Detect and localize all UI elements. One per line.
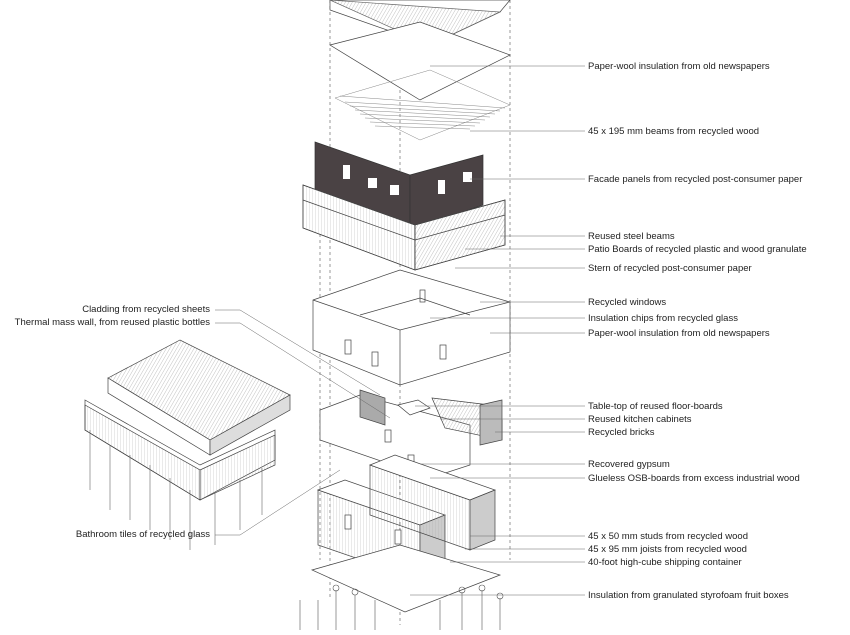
label-stern: Stern of recycled post-consumer paper xyxy=(588,263,752,274)
label-table-top: Table-top of reused floor-boards xyxy=(588,401,723,412)
foundation-slab xyxy=(310,544,502,613)
label-insulation-chips: Insulation chips from recycled glass xyxy=(588,313,738,324)
leader-lines-right xyxy=(410,65,585,596)
label-beams: 45 x 195 mm beams from recycled wood xyxy=(588,126,760,137)
steel-frame-patio xyxy=(302,184,506,271)
label-recycled-bricks: Recycled bricks xyxy=(588,427,655,438)
label-studs: 45 x 50 mm studs from recycled wood xyxy=(588,531,748,542)
label-shipping-container: 40-foot high-cube shipping container xyxy=(588,557,742,568)
label-kitchen-cabinets: Reused kitchen cabinets xyxy=(588,414,692,425)
label-insulation-newspapers-top: Paper-wool insulation from old newspaper… xyxy=(588,61,770,72)
leader-lines-left xyxy=(215,309,391,536)
label-osb-boards: Glueless OSB-boards from excess industri… xyxy=(588,473,800,484)
label-joists: 45 x 95 mm joists from recycled wood xyxy=(588,544,747,555)
label-bathroom-tiles: Bathroom tiles of recycled glass xyxy=(75,529,210,540)
pile-foundations xyxy=(299,584,504,630)
label-steel-beams: Reused steel beams xyxy=(588,231,675,242)
label-insulation-newspapers: Paper-wool insulation from old newspaper… xyxy=(588,328,770,339)
label-facade-panels: Facade panels from recycled post-consume… xyxy=(588,174,803,185)
label-patio-boards: Patio Boards of recycled plastic and woo… xyxy=(588,244,807,255)
label-recycled-windows: Recycled windows xyxy=(588,297,667,308)
roof-beams xyxy=(334,69,511,141)
label-thermal-mass-wall: Thermal mass wall, from reused plastic b… xyxy=(14,317,210,328)
insulation-sheet-top xyxy=(329,21,511,101)
label-cladding: Cladding from recycled sheets xyxy=(82,304,210,315)
interior-level xyxy=(319,389,503,479)
assembled-house xyxy=(84,339,291,550)
label-styrofoam-insulation: Insulation from granulated styrofoam fru… xyxy=(588,590,789,601)
walls-level xyxy=(312,269,511,386)
label-recovered-gypsum: Recovered gypsum xyxy=(588,459,670,470)
